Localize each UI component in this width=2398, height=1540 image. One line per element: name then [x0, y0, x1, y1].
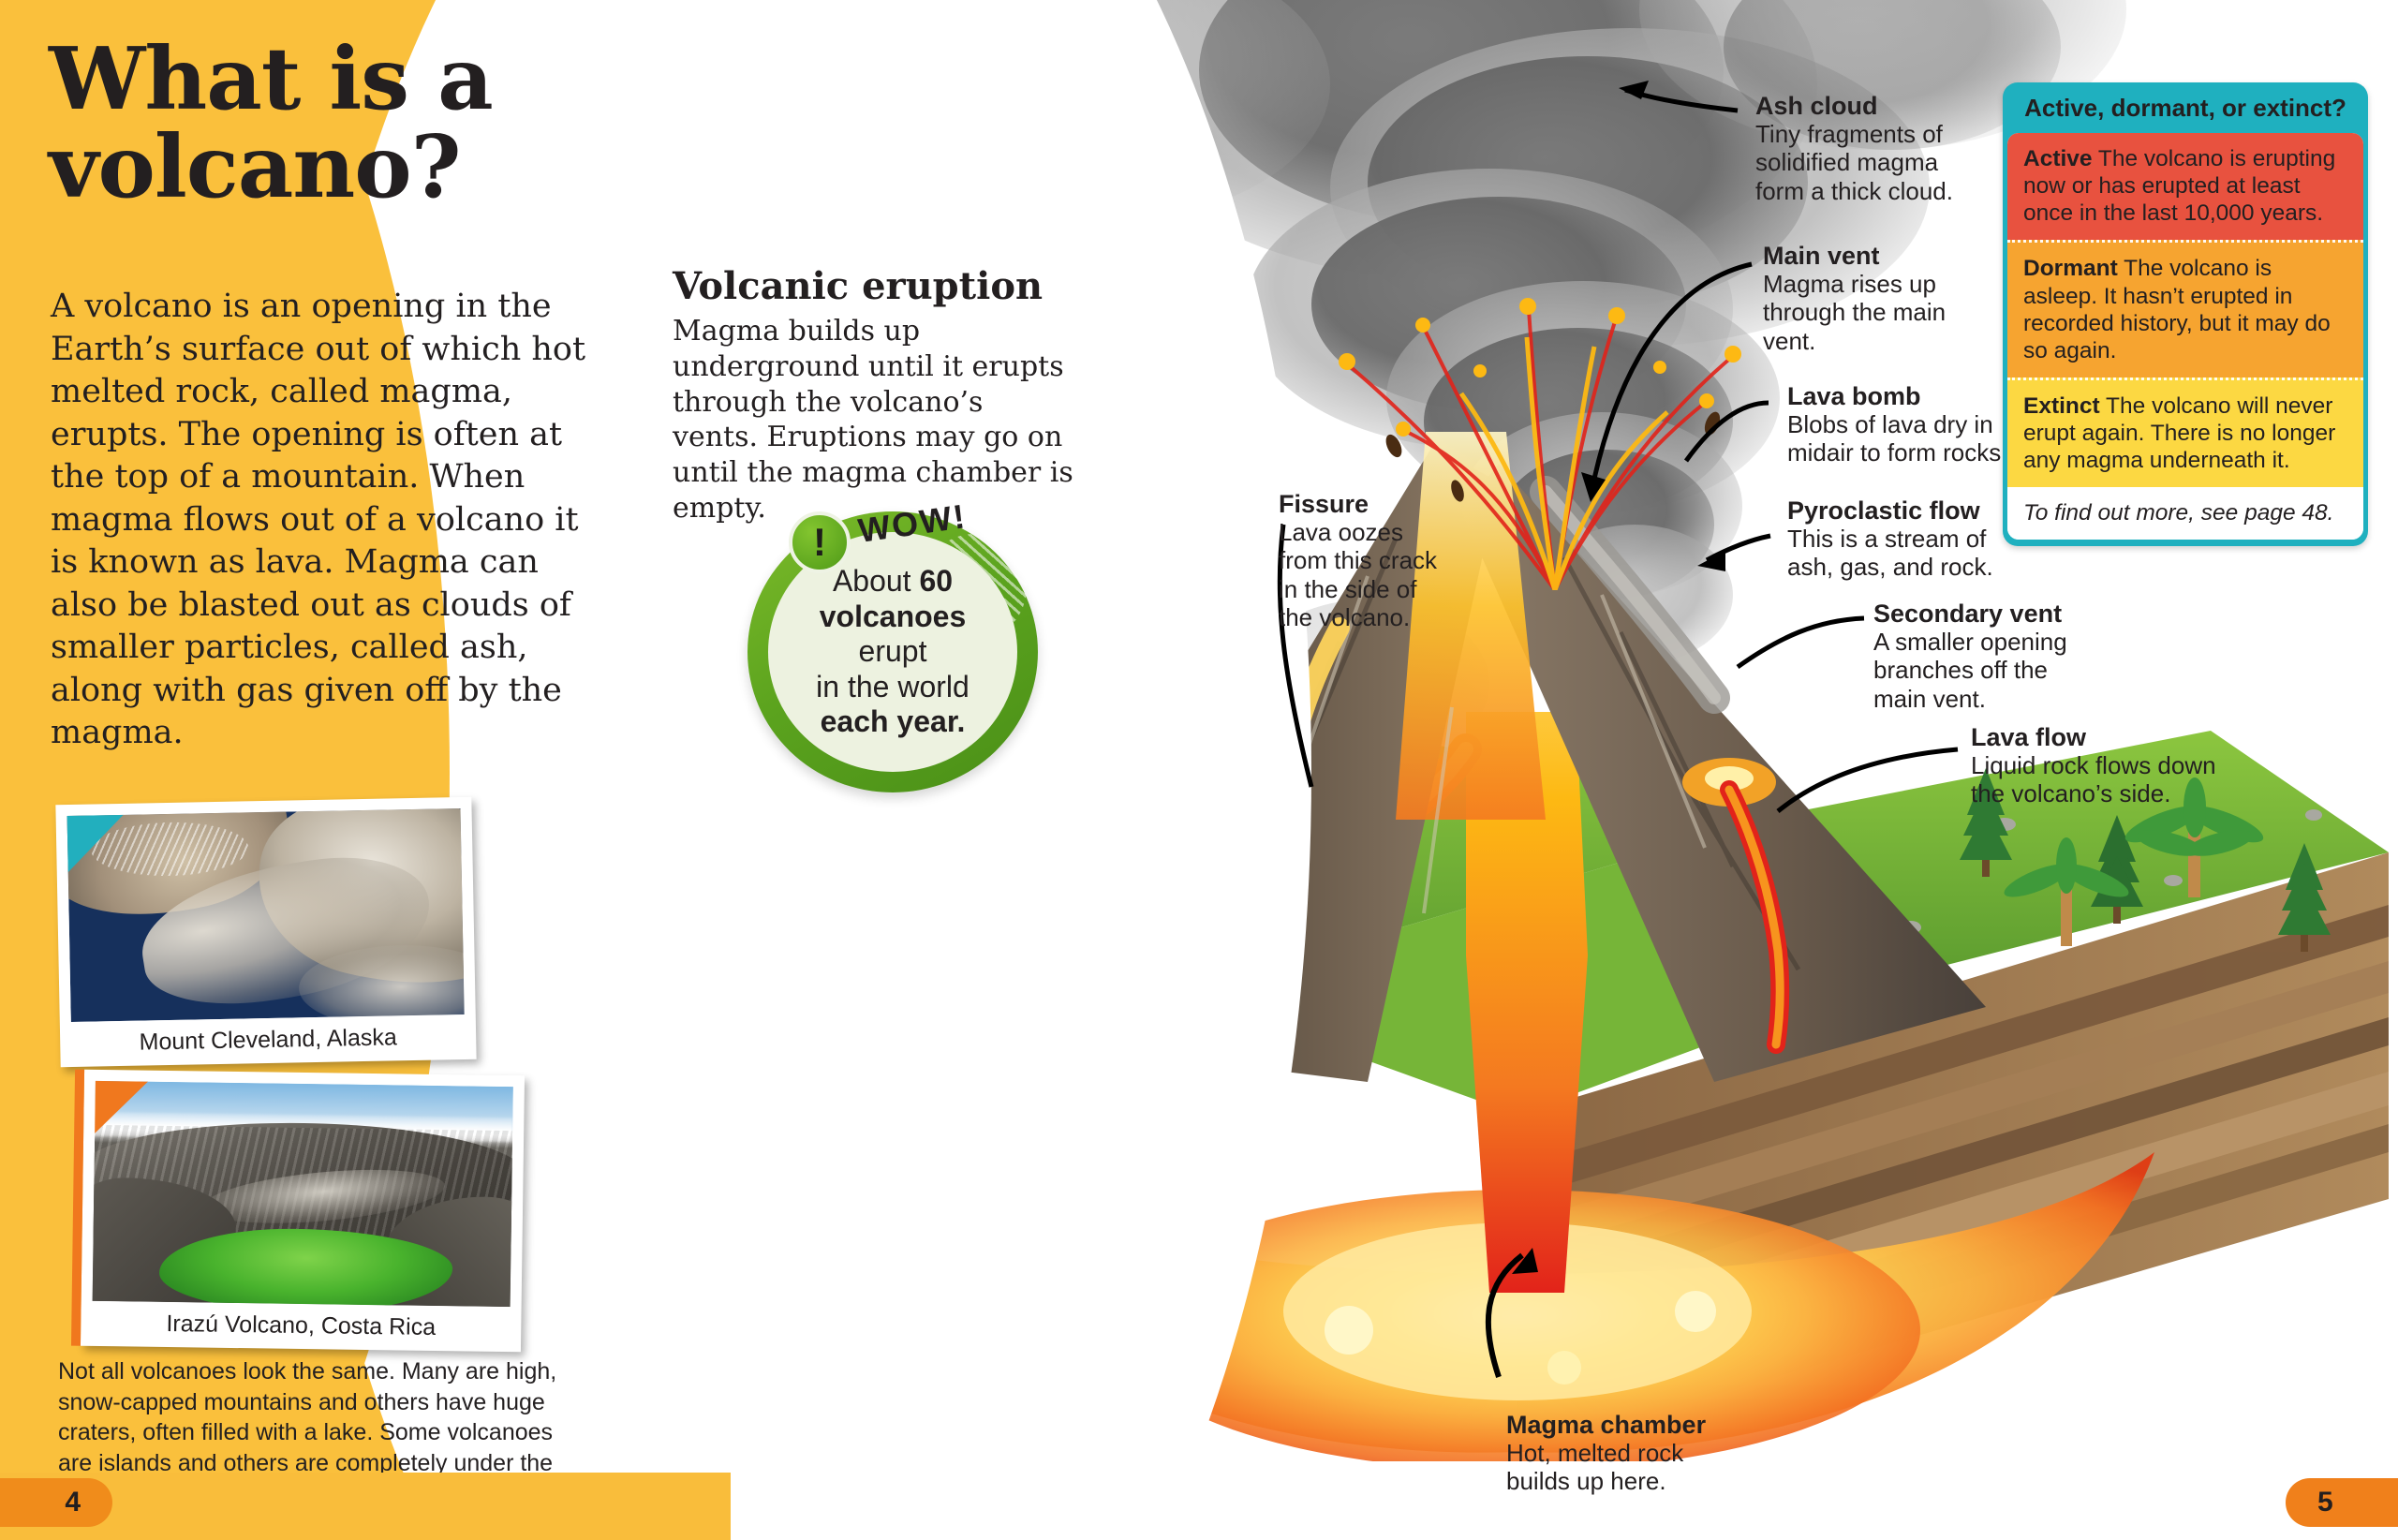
label-fissure: Fissure Lava oozes from this crack in th… [1279, 490, 1447, 631]
label-body: Lava oozes from this crack in the side o… [1279, 518, 1438, 631]
eruption-heading: Volcanic eruption [673, 264, 1044, 308]
label-title: Pyroclastic flow [1787, 496, 1980, 525]
page-title: What is a volcano? [49, 28, 494, 217]
photo-caption: Irazú Volcano, Costa Rica [166, 1310, 437, 1340]
corner-accent-icon [94, 1080, 149, 1135]
info-row-dormant: Dormant The volcano is asleep. It hasn’t… [2007, 240, 2363, 378]
info-box-footer: To find out more, see page 48. [2007, 487, 2363, 540]
info-box-rows: Active The volcano is erupting now or ha… [2007, 133, 2363, 540]
label-body: Magma rises up through the main vent. [1763, 270, 1947, 355]
label-title: Secondary vent [1873, 600, 2063, 628]
info-box-heading: Active, dormant, or extinct? [2024, 94, 2346, 122]
page-footer-bar-left [0, 1473, 731, 1540]
photo-card-irazu-volcano: Irazú Volcano, Costa Rica [70, 1069, 525, 1353]
info-box-volcano-states: Active, dormant, or extinct? Active The … [2003, 82, 2368, 547]
photo-frame [67, 807, 465, 1023]
label-body: Blobs of lava dry in midair to form rock… [1787, 410, 2008, 467]
label-title: Main vent [1763, 242, 1880, 270]
label-ash-cloud: Ash cloud Tiny fragments of solidified m… [1755, 92, 1990, 205]
wow-line2-bold: volcanoes [819, 599, 967, 633]
crater-photo-image [92, 1080, 513, 1308]
label-body: Liquid rock flows down the volcano’s sid… [1971, 751, 2216, 808]
wow-line1-number: 60 [919, 564, 954, 599]
wow-fact-badge: About 60 volcanoes erupt in the world ea… [740, 495, 1049, 794]
page-number-left: 4 [0, 1478, 112, 1527]
wow-fact-text: About 60 volcanoes erupt in the world ea… [768, 564, 1017, 739]
wow-inner-circle: About 60 volcanoes erupt in the world ea… [768, 532, 1017, 772]
label-lava-bomb: Lava bomb Blobs of lava dry in midair to… [1787, 382, 2017, 467]
wow-line4-bold: each year. [820, 704, 966, 739]
wow-line3: in the world [816, 669, 970, 703]
label-title: Lava bomb [1787, 382, 1921, 410]
photo-frame [92, 1080, 513, 1308]
label-main-vent: Main vent Magma rises up through the mai… [1763, 242, 1978, 355]
label-title: Lava flow [1971, 723, 2087, 751]
eruption-section: Volcanic eruption Magma builds up underg… [673, 264, 1075, 526]
page-number-right: 5 [2286, 1478, 2398, 1527]
edge-accent-bar [70, 1069, 85, 1346]
info-row-active: Active The volcano is erupting now or ha… [2007, 133, 2363, 241]
exclamation-icon: ! [789, 511, 851, 573]
label-body: Hot, melted rock builds up here. [1506, 1439, 1684, 1496]
intro-paragraph: A volcano is an opening in the Earth’s s… [51, 288, 586, 751]
photo-card-mount-cleveland: Mount Cleveland, Alaska [55, 796, 477, 1068]
label-title: Magma chamber [1506, 1411, 1707, 1439]
label-body: A smaller opening branches off the main … [1873, 628, 2067, 713]
info-text: The volcano is asleep. It hasn’t erupted… [2023, 256, 2331, 363]
label-pyroclastic-flow: Pyroclastic flow This is a stream of ash… [1787, 496, 2003, 582]
info-text: The volcano is erupting now or has erupt… [2023, 146, 2336, 227]
label-lava-flow: Lava flow Liquid rock flows down the vol… [1971, 723, 2219, 808]
label-magma-chamber: Magma chamber Hot, melted rock builds up… [1506, 1411, 1740, 1496]
info-term: Dormant [2023, 256, 2118, 282]
info-row-extinct: Extinct The volcano will never erupt aga… [2007, 377, 2363, 488]
label-body: This is a stream of ash, gas, and rock. [1787, 525, 1993, 582]
left-page-content: What is a volcano? A volcano is an openi… [0, 0, 656, 1540]
info-text: The volcano will never erupt again. Ther… [2023, 392, 2336, 474]
wow-line1-prefix: About [832, 564, 920, 599]
wow-line2-suffix: erupt [858, 634, 927, 669]
label-title: Fissure [1279, 490, 1369, 518]
label-secondary-vent: Secondary vent A smaller opening branche… [1873, 600, 2084, 713]
label-body: Tiny fragments of solidified magma form … [1755, 120, 1953, 205]
info-term: Extinct [2023, 392, 2100, 419]
corner-accent-icon [67, 813, 126, 874]
label-title: Ash cloud [1755, 92, 1878, 120]
info-term: Active [2023, 146, 2093, 171]
photo-caption: Mount Cleveland, Alaska [139, 1024, 398, 1056]
satellite-photo-image [67, 807, 465, 1023]
eruption-text: Magma builds up underground until it eru… [673, 315, 1073, 525]
